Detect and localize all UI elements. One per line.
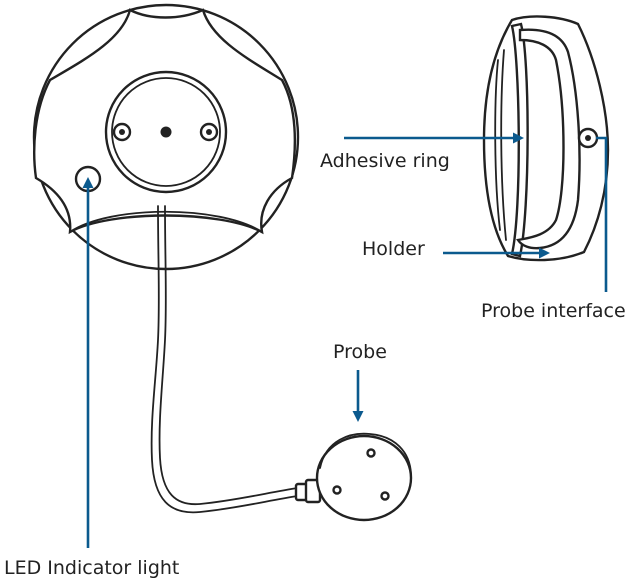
sensor-side-view [482, 15, 610, 262]
label-probe-interface: Probe interface [481, 300, 626, 322]
probe-interface-leader [596, 136, 608, 292]
adhesive-ring-arrowhead [513, 132, 524, 144]
holder-arm [516, 28, 581, 250]
probe-contact [366, 448, 376, 458]
probe-arrowhead [352, 411, 364, 422]
probe-cable [150, 205, 299, 514]
sensor-center-ring [111, 77, 221, 187]
label-adhesive-ring: Adhesive ring [320, 150, 450, 172]
led-indicator-arrowhead [82, 177, 94, 188]
label-led-indicator-light: LED Indicator light [4, 557, 179, 579]
label-holder: Holder [362, 238, 425, 260]
sensor-front-view [32, 3, 300, 271]
contact-center [160, 126, 172, 138]
holder-arrowhead [539, 247, 550, 259]
probe [294, 432, 413, 522]
label-probe: Probe [333, 341, 387, 363]
probe-disc [315, 434, 413, 522]
